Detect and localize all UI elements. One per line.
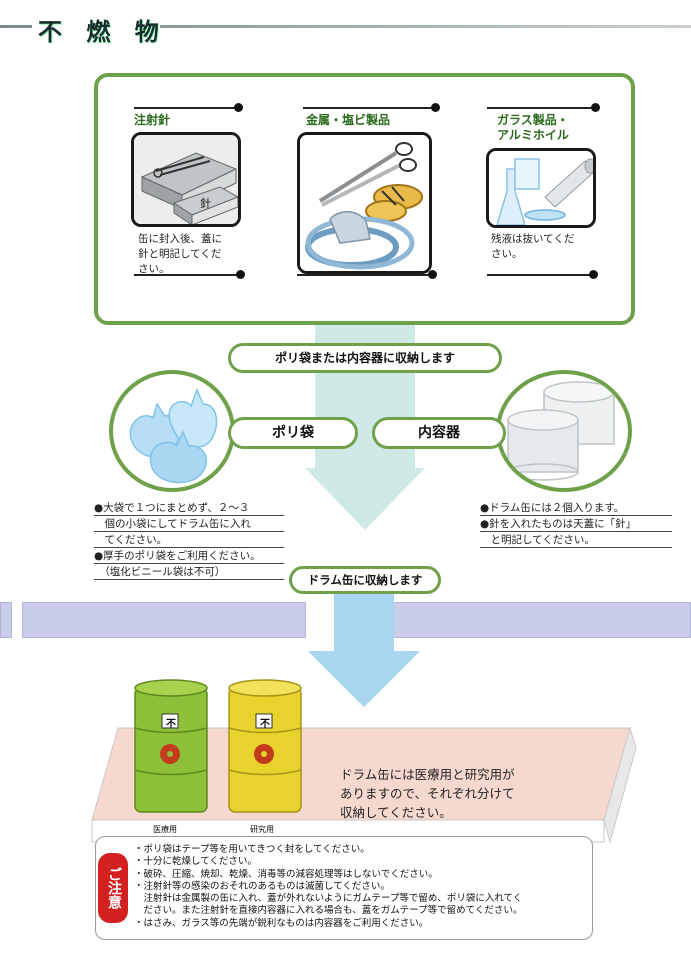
poly-bag-icon: [129, 387, 218, 484]
note-line: ●厚手のポリ袋をご利用ください。: [94, 548, 284, 564]
caution-item: ・破砕、圧縮、焼却、乾燥、消毒等の減容処理等はしないでください。: [134, 868, 438, 880]
needle-box-image: 針: [131, 132, 241, 227]
section-band-mid: [22, 602, 306, 638]
drum-medical-mark: 不: [166, 719, 176, 730]
caution-item: ・注射針等の感染のおそれのあるものは滅菌してください。: [134, 880, 390, 892]
title-rule: [0, 25, 691, 28]
bullet-dot: [234, 103, 243, 112]
caution-badge: ご注意: [98, 853, 128, 923]
section-band-left: [0, 602, 12, 638]
metal-pvc-image: [297, 132, 432, 274]
note-line: ●大袋で１つにまとめず、２～３: [94, 500, 284, 516]
bullet-dot: [428, 270, 437, 279]
caution-item: ・十分に乾燥してください。: [134, 856, 257, 868]
flow-arrow-2-head: [308, 651, 420, 707]
step2-label: ドラム缶に収納します: [289, 566, 441, 594]
drum-research-mark: 不: [260, 719, 270, 730]
note-line: （塩化ビニール袋は不可）: [94, 564, 284, 580]
scissors-gloves-tube-icon: [300, 135, 429, 271]
bullet-dot: [589, 270, 598, 279]
drum-research: [228, 679, 302, 813]
caution-item: ・ポリ袋はテープ等を用いてきつく封をしてください。: [134, 844, 370, 855]
step1-label: ポリ袋または内容器に収納します: [228, 343, 502, 373]
caution-box: [95, 836, 593, 940]
inner-container-image: [496, 370, 632, 492]
inner-container-icon: [507, 381, 615, 481]
bullet-dot: [236, 270, 245, 279]
caution-item: ・はさみ、ガラス等の先端が鋭利なものは内容器をご利用ください。: [134, 917, 429, 929]
caution-list: ・ポリ袋はテープ等を用いてきつく封をしてください。 ・十分に乾燥してください。 …: [134, 844, 522, 930]
inner-container-label: 内容器: [372, 417, 506, 449]
note-line: ●ドラム缶には２個入ります。: [480, 500, 672, 516]
needle-box-icon: 針: [134, 135, 238, 224]
note-line: てください。: [94, 532, 284, 548]
drum-medical: [134, 679, 208, 813]
glassware-foil-icon: [489, 151, 593, 225]
item-label-glass-foil: ガラス製品・ アルミホイル: [497, 113, 569, 142]
item-label-syringe-needle: 注射針: [134, 113, 171, 127]
caution-item: ださい。また注射針を直接内容器に入れる場合も、蓋をガムテープ等で留めてください。: [134, 905, 523, 917]
drum-research-label: 研究用: [250, 825, 274, 834]
item-desc-glass-foil: 残液は抜いてくだ さい。: [491, 233, 575, 260]
item-label-metal-pvc: 金属・塩ビ製品: [306, 113, 391, 127]
poly-bag-notes: ●大袋で１つにまとめず、２～３ 個の小袋にしてドラム缶に入れ てください。 ●厚…: [94, 500, 284, 580]
note-line: ●針を入れたものは天蓋に「針」: [480, 516, 672, 532]
glass-foil-image: [486, 148, 596, 228]
caution-item: 注射針は金属製の缶に入れ、蓋が外れないようにガムテープ等で留め、ポリ袋に入れてく: [134, 893, 523, 905]
bullet-dot: [431, 103, 440, 112]
note-line: と明記してください。: [480, 532, 672, 548]
page-title: 不 燃 物: [38, 18, 167, 46]
drum-medical-label: 医療用: [153, 825, 177, 834]
svg-text:針: 針: [200, 196, 211, 210]
flow-arrow-2-stem: [334, 585, 394, 653]
drum-explanation: ドラム缶には医療用と研究用が ありますので、それぞれ分けて 収納してください。: [340, 767, 515, 820]
bullet-dot: [591, 103, 600, 112]
item-desc-syringe-needle: 缶に封入後、蓋に 針と明記してくだ さい。: [138, 233, 222, 275]
poly-bag-label: ポリ袋: [228, 417, 358, 449]
note-line: 個の小袋にしてドラム缶に入れ: [94, 516, 284, 532]
inner-container-notes: ●ドラム缶には２個入ります。 ●針を入れたものは天蓋に「針」 と明記してください…: [480, 500, 672, 548]
flow-arrow-head: [305, 468, 425, 530]
